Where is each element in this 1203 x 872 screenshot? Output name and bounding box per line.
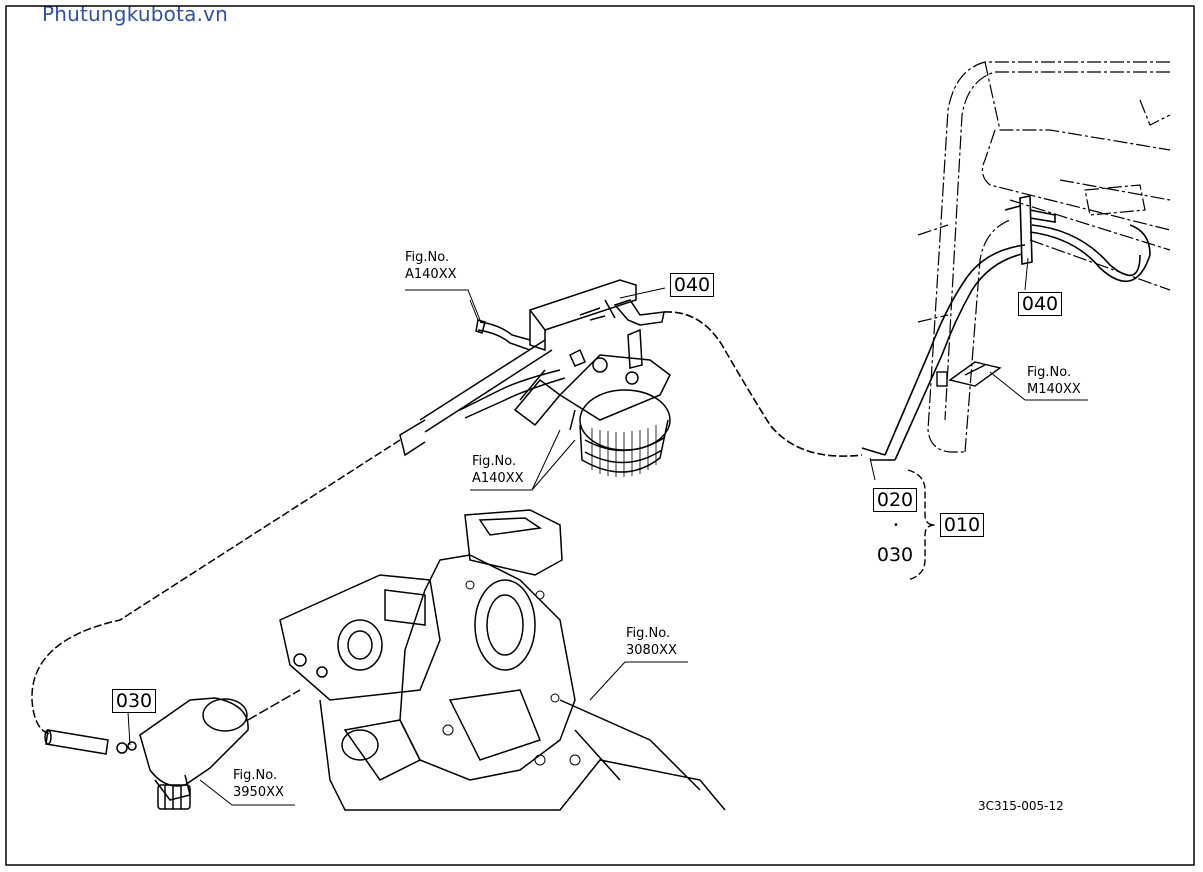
hose-right bbox=[861, 224, 1151, 461]
pipe-020-dashed bbox=[663, 311, 863, 457]
part-label-040-right[interactable]: 040 bbox=[1018, 292, 1062, 316]
fig-ref-number: M140XX bbox=[1027, 382, 1081, 397]
fuel-filter-assembly bbox=[513, 279, 671, 477]
drawing-code: 3C315-005-12 bbox=[978, 799, 1064, 813]
part-label-020[interactable]: 020 bbox=[873, 488, 917, 512]
hoses-filter bbox=[399, 299, 566, 457]
engine-block bbox=[279, 509, 726, 811]
machine-frame-outline bbox=[917, 61, 1171, 453]
part-label-030-bottom[interactable]: 030 bbox=[112, 689, 156, 713]
clamp-040-left bbox=[604, 299, 665, 326]
fig-ref-3080[interactable]: Fig.No. 3080XX bbox=[626, 625, 677, 659]
fig-ref-caption: Fig.No. bbox=[472, 454, 517, 469]
bracket-010 bbox=[907, 469, 936, 581]
part-label-010[interactable]: 010 bbox=[940, 513, 984, 537]
fig-ref-a140-top[interactable]: Fig.No. A140XX bbox=[405, 249, 457, 283]
drawing-frame bbox=[5, 5, 1195, 866]
fig-ref-3950[interactable]: Fig.No. 3950XX bbox=[233, 767, 284, 801]
fig-ref-m140[interactable]: Fig.No. M140XX bbox=[1027, 364, 1081, 398]
engine-block-fasteners bbox=[442, 580, 581, 766]
clamp-040-right bbox=[1004, 195, 1056, 265]
fig-ref-caption: Fig.No. bbox=[626, 626, 671, 641]
fig-ref-caption: Fig.No. bbox=[233, 768, 278, 783]
fig-ref-number: A140XX bbox=[472, 471, 524, 486]
fig-ref-number: 3950XX bbox=[233, 785, 284, 800]
solenoid-assembly bbox=[44, 689, 301, 810]
leader-lines bbox=[127, 257, 1088, 806]
part-label-040-left[interactable]: 040 bbox=[670, 273, 714, 297]
fig-ref-number: 3080XX bbox=[626, 643, 677, 658]
fig-ref-caption: Fig.No. bbox=[405, 250, 450, 265]
pipe-030-dashed bbox=[31, 439, 401, 735]
fig-ref-caption: Fig.No. bbox=[1027, 365, 1072, 380]
fig-ref-a140-bottom[interactable]: Fig.No. A140XX bbox=[472, 453, 524, 487]
bracket-plate bbox=[936, 361, 1002, 387]
separator-dot: • bbox=[893, 520, 899, 531]
fig-ref-number: A140XX bbox=[405, 267, 457, 282]
part-label-030-plain[interactable]: 030 bbox=[876, 544, 914, 566]
